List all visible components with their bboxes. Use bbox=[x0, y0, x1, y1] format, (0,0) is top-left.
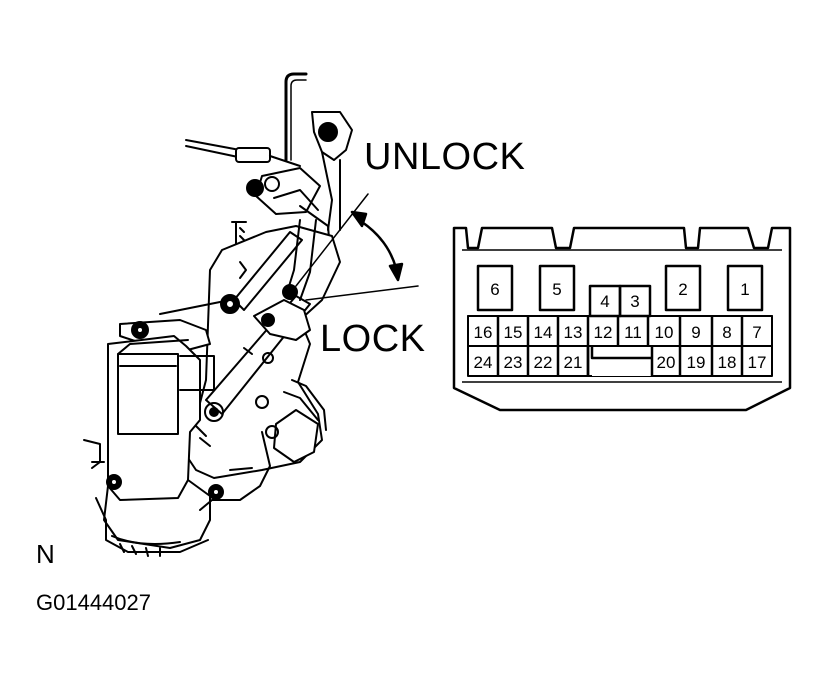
pin-label-row-a: 7 bbox=[752, 323, 761, 342]
pin-label-row-a: 8 bbox=[722, 323, 731, 342]
pin-label-row-a: 11 bbox=[624, 323, 642, 342]
figure-code-label: G01444027 bbox=[36, 590, 151, 615]
pin-label-row-a: 10 bbox=[655, 323, 674, 342]
pin-label-row-b: 20 bbox=[657, 353, 676, 372]
rotation-arrow-icon bbox=[350, 210, 404, 282]
pin-label-row-a: 15 bbox=[504, 323, 523, 342]
pin-label-upper: 2 bbox=[678, 280, 687, 299]
pin-label-row-a: 12 bbox=[594, 323, 613, 342]
pin-label-upper: 1 bbox=[740, 280, 749, 299]
pin-label-row-b: 19 bbox=[687, 353, 706, 372]
unlock-label: UNLOCK bbox=[364, 136, 526, 178]
pin-label-row-a: 16 bbox=[474, 323, 493, 342]
pin-label-row-b: 22 bbox=[534, 353, 553, 372]
pin-label-row-a: 14 bbox=[534, 323, 553, 342]
connector-housing bbox=[452, 226, 792, 412]
pin-label-upper: 6 bbox=[490, 280, 499, 299]
pin-label-upper: 3 bbox=[630, 292, 639, 311]
pin-label-row-b: 17 bbox=[748, 353, 767, 372]
view-label: N bbox=[36, 539, 55, 569]
lock-label: LOCK bbox=[320, 318, 426, 360]
pin-label-row-a: 13 bbox=[564, 323, 583, 342]
pin-label-row-a: 9 bbox=[691, 323, 700, 342]
pin-label-upper: 4 bbox=[600, 292, 609, 311]
pin-label-row-b: 21 bbox=[564, 353, 583, 372]
pin-label-row-b: 23 bbox=[504, 353, 523, 372]
pin-label-row-b: 24 bbox=[474, 353, 493, 372]
pin-label-row-b: 18 bbox=[718, 353, 737, 372]
pin-label-upper: 5 bbox=[552, 280, 561, 299]
connector-pin-labels: 6 5 4 3 2 1 16 15 14 13 12 11 10 9 8 7 2… bbox=[474, 280, 767, 372]
door-lock-assembly-icon bbox=[83, 72, 419, 557]
